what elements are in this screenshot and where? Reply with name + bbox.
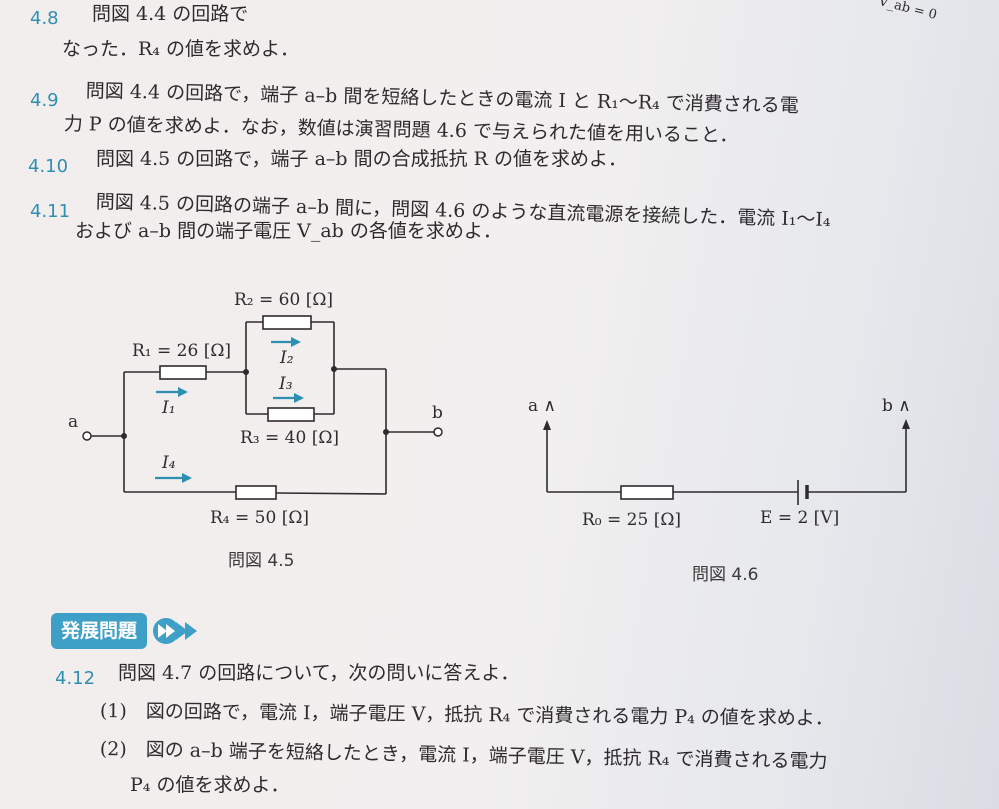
terminal-b-4-5 xyxy=(433,427,443,437)
caption-fig-4-5: 問図 4.5 xyxy=(228,551,295,571)
label-i4: I₄ xyxy=(162,453,176,473)
problem-text-4-10: 問図 4.5 の回路で，端子 a–b 間の合成抵抗 R の値を求めよ． xyxy=(96,148,627,170)
resistor-r4 xyxy=(235,485,277,500)
current-arrow-i1 xyxy=(156,387,188,397)
label-i1: I₁ xyxy=(162,398,176,418)
problem-number-4-8: 4.8 xyxy=(30,8,59,29)
label-b-4-6: b ∧ xyxy=(882,396,911,416)
current-arrow-i4 xyxy=(155,473,192,483)
problem-number-4-9: 4.9 xyxy=(30,90,59,111)
label-r2: R₂ = 60 [Ω] xyxy=(234,290,334,310)
problem-text-4-11-cont: および a–b 間の端子電圧 V_ab の各値を求めよ． xyxy=(75,220,502,242)
label-a-4-6: a ∧ xyxy=(528,396,556,416)
terminal-a-4-5 xyxy=(82,431,92,441)
current-arrow-i3 xyxy=(273,393,304,403)
problem-text-4-12: 問図 4.7 の回路について，次の問いに答えよ． xyxy=(118,662,520,684)
label-r4: R₄ = 50 [Ω] xyxy=(210,508,310,528)
resistor-r3 xyxy=(267,407,315,422)
label-a-4-6-text: a xyxy=(528,396,539,416)
label-r0: R₀ = 25 [Ω] xyxy=(582,510,682,530)
caption-fig-4-6: 問図 4.6 xyxy=(692,565,759,585)
double-chevron-icon xyxy=(153,618,197,644)
advanced-problems-badge: 発展問題 xyxy=(51,613,147,649)
problem-text-4-8: 問図 4.4 の回路で xyxy=(92,3,249,25)
label-r1: R₁ = 26 [Ω] xyxy=(132,341,232,361)
label-r3: R₃ = 40 [Ω] xyxy=(240,428,340,448)
label-i2: I₂ xyxy=(280,348,294,368)
resistor-r2 xyxy=(262,315,312,330)
current-arrow-i2 xyxy=(271,337,301,347)
label-b-4-5: b xyxy=(432,403,443,423)
resistor-r1 xyxy=(159,365,207,380)
label-e: E = 2 [V] xyxy=(760,508,840,528)
problem-item-2-cont: P₄ の値を求めよ． xyxy=(130,774,290,796)
circuit-fig-4-6 xyxy=(543,419,910,505)
problem-number-4-11: 4.11 xyxy=(30,201,71,222)
label-i3: I₃ xyxy=(279,374,293,394)
resistor-r0 xyxy=(620,485,674,500)
problem-number-4-10: 4.10 xyxy=(28,156,69,177)
problem-text-4-8-cont: なった．R₄ の値を求めよ． xyxy=(62,38,299,60)
label-a-4-5: a xyxy=(68,412,79,432)
circuit-fig-4-5 xyxy=(82,315,443,500)
label-b-4-6-text: b xyxy=(882,396,893,416)
problem-number-4-12: 4.12 xyxy=(55,668,96,689)
